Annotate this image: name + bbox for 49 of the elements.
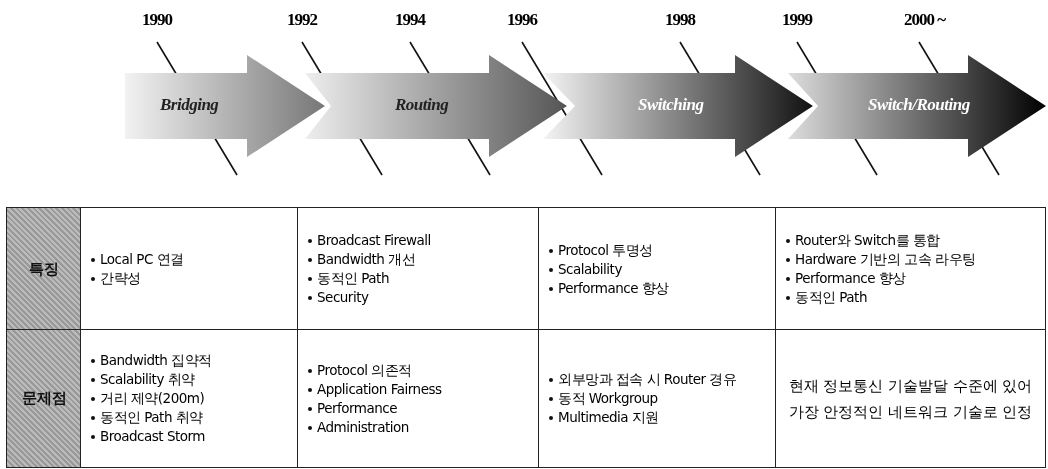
year-label: 1994 [395, 10, 425, 30]
year-label: 1999 [782, 10, 812, 30]
year-label: 1992 [287, 10, 317, 30]
list-item-text: 동적인 Path [317, 269, 389, 288]
list-item-text: 동적인 Path 취약 [100, 408, 203, 427]
table-cell [80, 329, 299, 468]
list-item-text: Performance [317, 398, 398, 418]
row-header: 문제점 [21, 389, 67, 408]
table-cell [775, 329, 1046, 468]
list-item-text: Performance 향상 [795, 269, 906, 288]
table-cell [538, 329, 777, 468]
list-item-text: Hardware 기반의 고속 라우팅 [795, 250, 976, 269]
list-item-text: 간략성 [100, 269, 141, 288]
list-item-text: Bandwidth 집약적 [100, 351, 212, 370]
list-item-text: Security [317, 288, 369, 307]
list-item-text: Broadcast Storm [100, 427, 205, 446]
list-item-text: Protocol 의존적 [317, 360, 412, 380]
row-header: 특징 [29, 259, 59, 279]
list-item-text: Protocol 투명성 [558, 240, 653, 260]
list-item-text: 거리 제약(200m) [100, 389, 205, 408]
list-item-text: Router와 Switch를 통합 [795, 231, 940, 250]
list-item-text: Performance 향상 [558, 278, 669, 298]
list-item-text: Local PC 연결 [100, 250, 184, 269]
list-item-text: Broadcast Firewall [317, 231, 431, 250]
table-cell [297, 329, 540, 468]
list-item-text: Scalability [558, 259, 622, 279]
list-item-text: 외부망과 접속 시 Router 경유 [558, 370, 737, 389]
year-label: 1996 [507, 10, 537, 30]
list-item-text: Bandwidth 개선 [317, 250, 416, 269]
year-label: 1998 [665, 10, 695, 30]
table-cell [297, 207, 540, 331]
table-cell [538, 207, 777, 331]
list-item-text: Administration [317, 417, 409, 437]
year-label: 1990 [142, 10, 172, 30]
arrow-shape: Switching [543, 55, 813, 157]
list-item-text: Multimedia 지원 [558, 408, 659, 427]
arrow-shape: Switch/Routing [788, 55, 1046, 157]
row-header-cell [6, 207, 82, 331]
year-label: 2000 ~ [904, 10, 946, 30]
table-cell [775, 207, 1046, 331]
list-item-text: Application Fairness [317, 379, 442, 399]
arrow-shape: Routing [305, 55, 567, 157]
cell-text: 현재 정보통신 기술발달 수준에 있어 가장 안정적인 네트워크 기술로 인정 [787, 376, 1034, 422]
list-item-text: Scalability 취약 [100, 370, 195, 389]
list-item-text: 동적 Workgroup [558, 389, 658, 408]
row-header-cell [6, 329, 82, 468]
table-cell [80, 207, 299, 331]
arrow-shape: Bridging [125, 55, 325, 157]
list-item-text: 동적인 Path [795, 288, 867, 307]
